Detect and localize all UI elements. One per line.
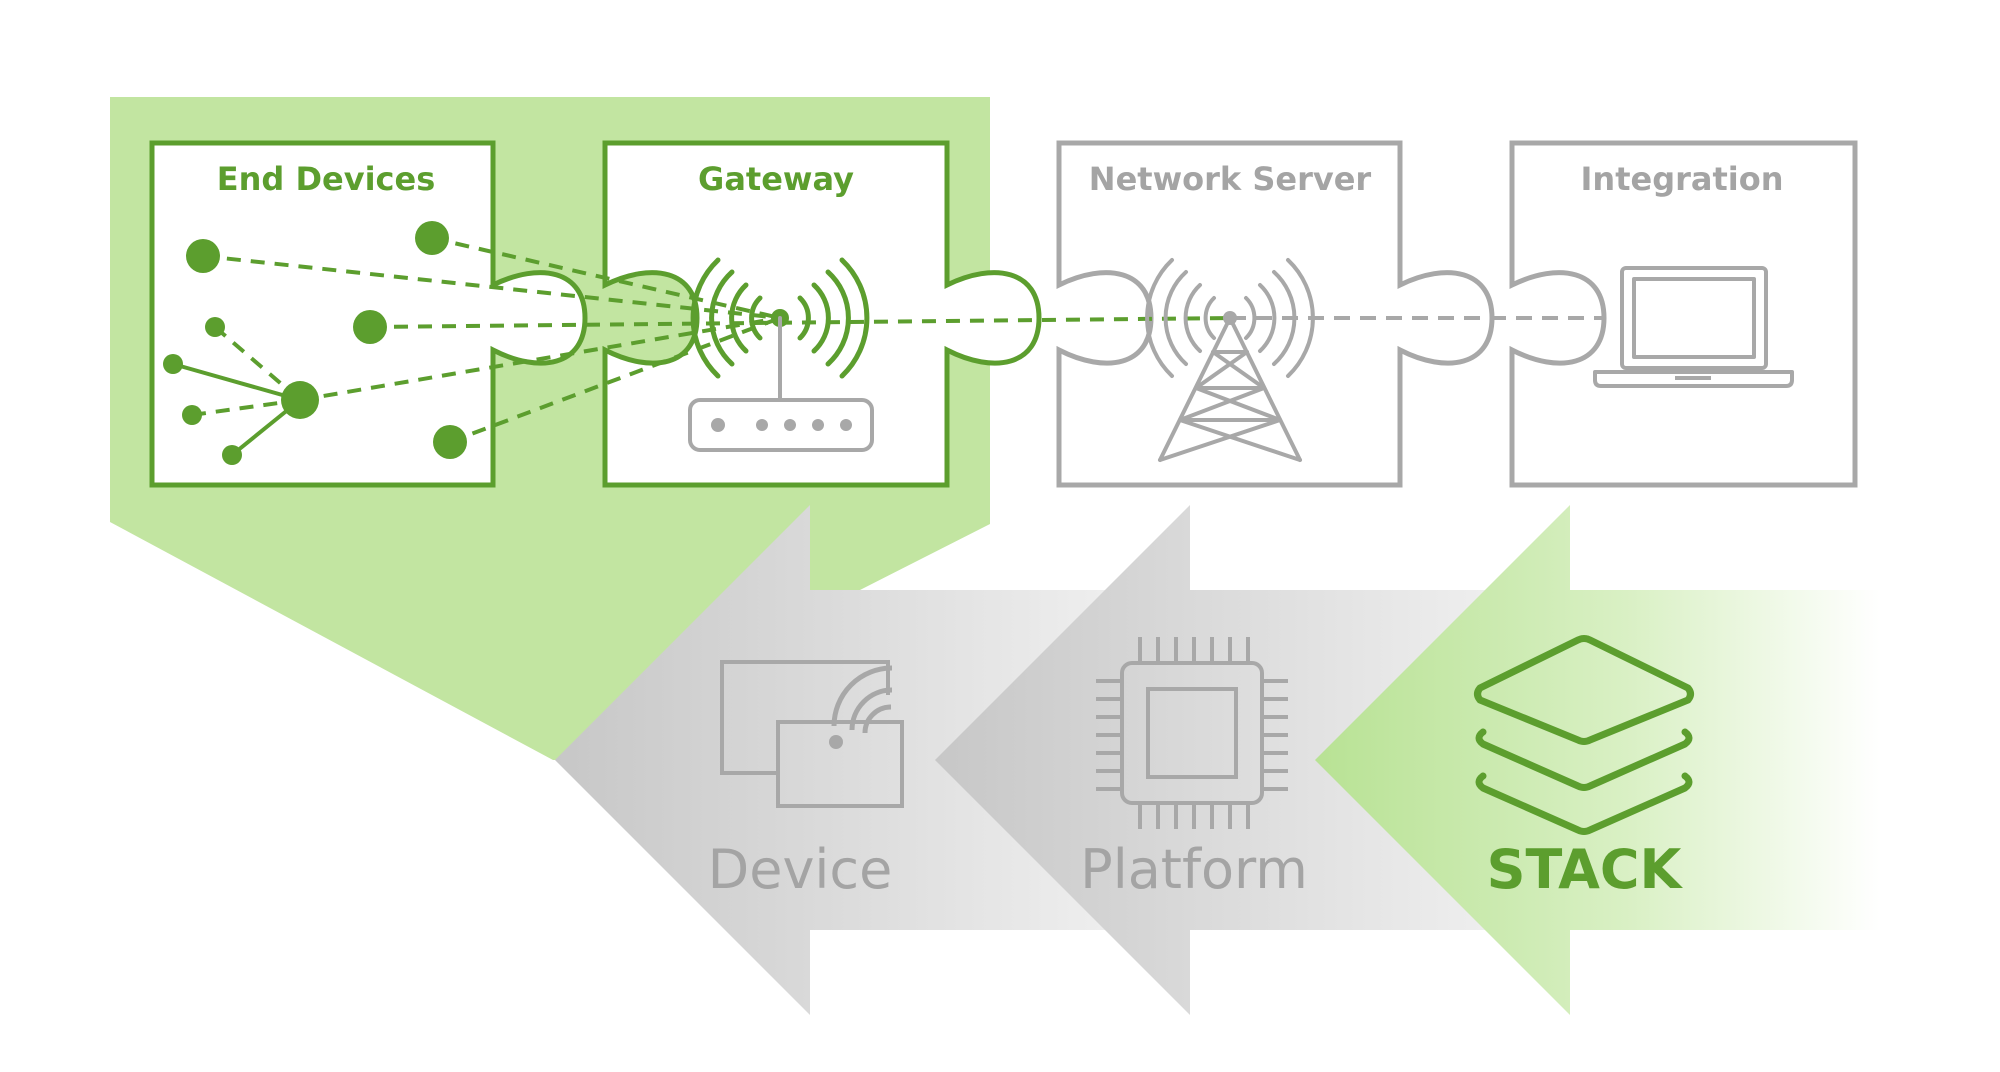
laptop-icon (1593, 266, 1794, 388)
cell-tower-icon (1145, 258, 1315, 462)
chip-icon (1096, 637, 1288, 829)
router-icon (688, 257, 874, 452)
arrow-device (555, 505, 1190, 1015)
arrow-label-platform: Platform (1080, 838, 1308, 901)
arrow-platform (935, 505, 1570, 1015)
arrow-label-device: Device (708, 838, 893, 901)
piece-title-gateway: Gateway (698, 160, 854, 198)
piece-title-network-server: Network Server (1089, 160, 1372, 198)
puzzle-piece-integration (1509, 140, 1858, 488)
piece-title-integration: Integration (1581, 160, 1784, 198)
arrow-stack (1315, 505, 1880, 1015)
arrow-label-stack: STACK (1487, 838, 1684, 901)
piece-title-end-devices: End Devices (217, 160, 436, 198)
layers-stack-icon (1474, 635, 1694, 835)
wireless-device-icon (720, 660, 904, 808)
devices-network-icon (163, 221, 1231, 465)
